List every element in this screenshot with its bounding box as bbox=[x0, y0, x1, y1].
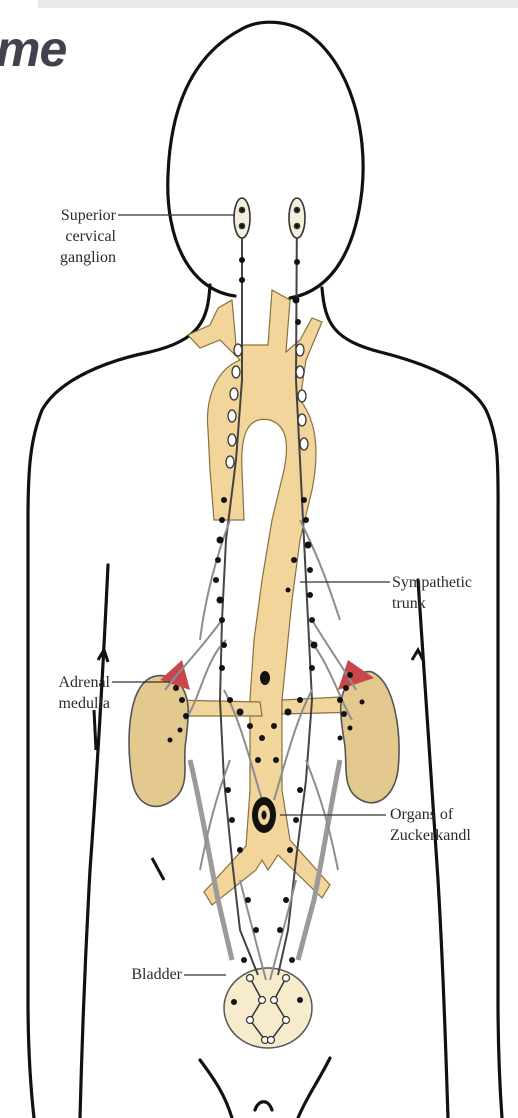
label-line: ganglion bbox=[16, 247, 116, 268]
label-line: Sympathetic bbox=[392, 572, 518, 593]
organs-of-zuckerkandl bbox=[252, 797, 276, 833]
superior-cervical-ganglia bbox=[234, 198, 305, 238]
label-organs-of-zuckerkandl: Organs of Zuckerkandl bbox=[390, 804, 516, 846]
label-line: Organs of bbox=[390, 804, 516, 825]
label-bladder: Bladder bbox=[80, 964, 182, 985]
label-sympathetic-trunk: Sympathetic trunk bbox=[392, 572, 518, 614]
label-adrenal-medulla: Adrenal medulla bbox=[0, 672, 110, 714]
bladder bbox=[224, 968, 312, 1048]
label-line: Zuckerkandl bbox=[390, 825, 516, 846]
label-line: cervical bbox=[16, 226, 116, 247]
label-line: Superior bbox=[16, 205, 116, 226]
label-line: medulla bbox=[0, 693, 110, 714]
label-line: Adrenal bbox=[0, 672, 110, 693]
left-kidney bbox=[129, 676, 188, 807]
right-kidney bbox=[341, 672, 399, 803]
label-line: trunk bbox=[392, 593, 518, 614]
label-superior-cervical-ganglion: Superior cervical ganglion bbox=[16, 205, 116, 268]
